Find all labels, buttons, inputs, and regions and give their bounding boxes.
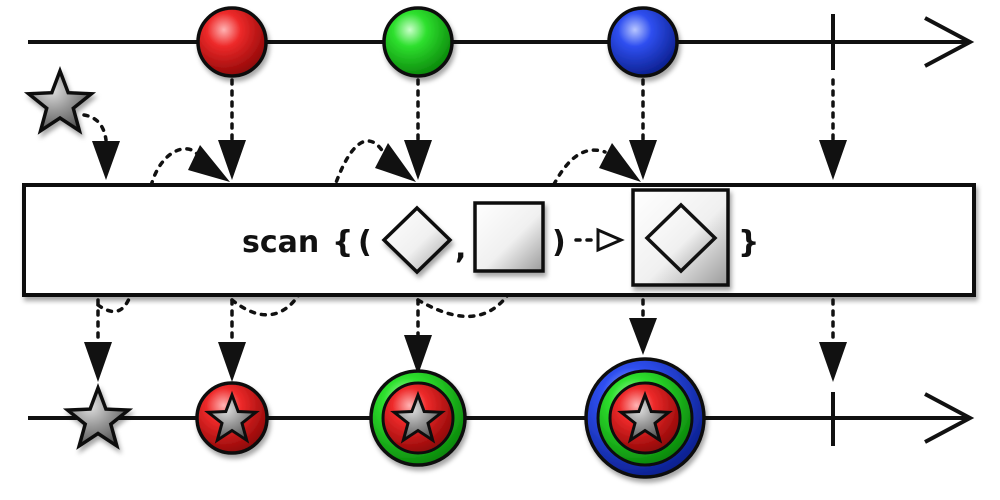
red-marble (196, 6, 268, 78)
red-out-arrowhead (218, 342, 246, 382)
blue-arrowhead (629, 140, 657, 180)
star-icon (617, 390, 673, 444)
result-diamond-icon (644, 202, 718, 274)
input-timeline-arrowhead (924, 16, 975, 68)
loop-arrowhead-2 (375, 143, 416, 182)
seed-out-arrowhead (84, 342, 112, 382)
output-red-star-marble (195, 381, 269, 455)
blue-out-arrowhead (629, 318, 657, 355)
output-star-icon (62, 383, 134, 450)
red-arrowhead (218, 140, 246, 180)
operator-label: scan (242, 225, 319, 260)
operator-signature: scan { ( , ) } (242, 188, 759, 287)
paren-close: ) (552, 225, 566, 260)
input-timeline (28, 14, 975, 70)
output-green-red-star-marble (369, 369, 467, 467)
accumulator-diamond-icon (381, 205, 453, 275)
green-marble (382, 6, 454, 78)
completion-arrowhead-in (819, 140, 847, 180)
completion-out-arrowhead (819, 342, 847, 382)
value-square-icon (473, 201, 545, 273)
output-arrowheads (84, 318, 847, 382)
seed-arrowhead (92, 141, 120, 180)
green-out-arrowhead (404, 335, 432, 375)
paren-open: ( (358, 225, 372, 260)
blue-marble (607, 6, 679, 78)
loop-arrowhead-1 (188, 145, 230, 182)
green-arrowhead (404, 140, 432, 180)
output-timeline (28, 392, 975, 446)
loop-arrowhead-3 (599, 143, 641, 182)
brace-close: } (738, 225, 759, 260)
input-arrowheads (92, 140, 847, 182)
comma: , (455, 231, 466, 266)
seed-flow (82, 113, 108, 142)
output-flows (96, 298, 835, 347)
accumulator-loop-2 (230, 139, 387, 317)
output-blue-green-red-star-marble (584, 357, 706, 479)
star-icon (204, 390, 260, 444)
seed-star-icon (23, 66, 97, 135)
result-arrowhead (596, 227, 625, 253)
brace-open: { (332, 225, 353, 260)
accumulator-loop-3 (416, 148, 607, 319)
output-timeline-arrowhead (924, 392, 975, 444)
star-icon (390, 390, 446, 444)
